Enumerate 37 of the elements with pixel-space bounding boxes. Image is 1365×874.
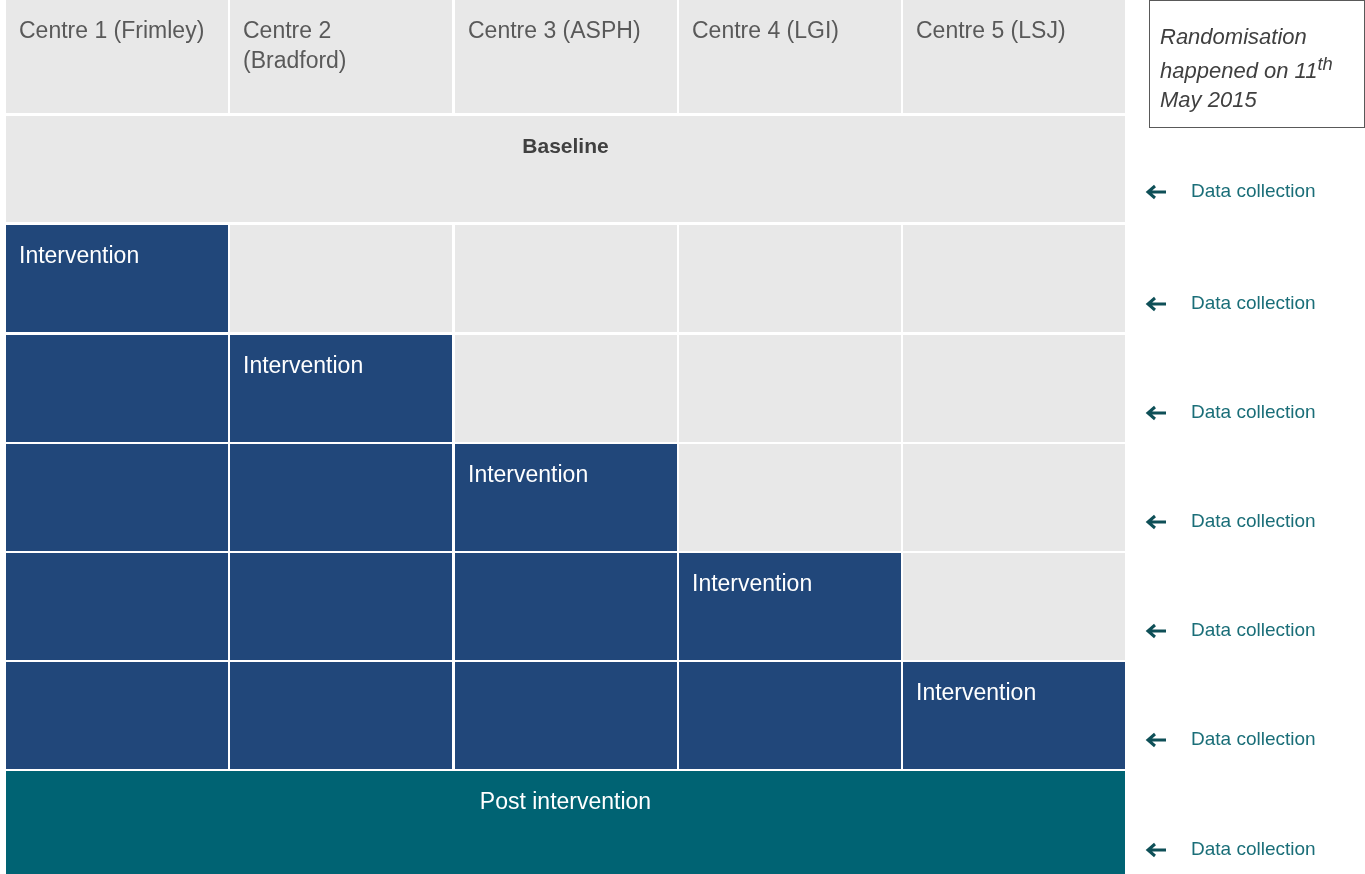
column-heading: Centre 5 (LSJ) bbox=[916, 16, 1067, 45]
table-cell bbox=[455, 444, 677, 551]
table-cell bbox=[455, 662, 677, 769]
table-cell bbox=[230, 444, 452, 551]
table-cell bbox=[230, 335, 452, 442]
data-collection-label: Data collection bbox=[1191, 180, 1316, 202]
phase-band bbox=[6, 771, 1125, 874]
table-cell bbox=[6, 553, 228, 660]
table-cell bbox=[903, 662, 1125, 769]
phase-label: Intervention bbox=[692, 569, 814, 598]
phase-label: Post intervention bbox=[478, 787, 653, 816]
phase-label: Baseline bbox=[521, 133, 610, 159]
note-box bbox=[1149, 0, 1365, 128]
column-heading: Centre 2 (Bradford) bbox=[243, 16, 348, 75]
data-collection-label: Data collection bbox=[1191, 401, 1316, 423]
data-collection-label: Data collection bbox=[1191, 838, 1316, 860]
table-cell bbox=[230, 662, 452, 769]
phase-label: Intervention bbox=[19, 241, 141, 270]
table-cell bbox=[230, 553, 452, 660]
note-text: Randomisation happened on 11$^{th}$ May 2015 bbox=[1160, 23, 1334, 114]
table-cell bbox=[679, 662, 901, 769]
phase-label: Intervention bbox=[243, 351, 365, 380]
table-cell bbox=[6, 225, 228, 332]
table-cell bbox=[6, 662, 228, 769]
phase-label: Intervention bbox=[916, 678, 1038, 707]
table-cell bbox=[679, 553, 901, 660]
data-collection-label: Data collection bbox=[1191, 292, 1316, 314]
table-cell bbox=[455, 553, 677, 660]
table-cell bbox=[6, 335, 228, 442]
column-heading: Centre 4 (LGI) bbox=[692, 16, 840, 45]
data-collection-label: Data collection bbox=[1191, 619, 1316, 641]
phase-label: Intervention bbox=[468, 460, 590, 489]
data-collection-label: Data collection bbox=[1191, 510, 1316, 532]
column-heading: Centre 1 (Frimley) bbox=[19, 16, 206, 45]
data-collection-label: Data collection bbox=[1191, 728, 1316, 750]
table-cell bbox=[6, 444, 228, 551]
column-heading: Centre 3 (ASPH) bbox=[468, 16, 642, 45]
